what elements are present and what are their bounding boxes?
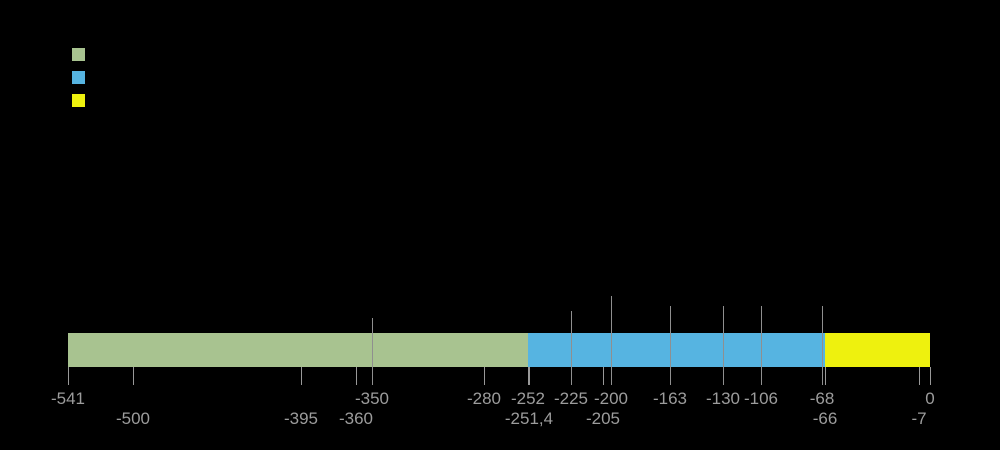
legend-swatch-blue [72,71,85,84]
axis-tick [529,367,530,385]
axis-label: -252 [510,389,546,408]
event-marker [571,311,572,385]
axis-tick [603,367,604,385]
axis-label: -225 [553,389,589,408]
axis-label: -205 [585,409,621,428]
timeline-segment-0 [68,333,529,367]
axis-label: -163 [652,389,688,408]
axis-tick [356,367,357,385]
axis-label: -280 [466,389,502,408]
timeline-segment-1 [528,333,825,367]
axis-label: -251,4 [504,409,554,428]
timeline-segment-2 [824,333,930,367]
event-marker [372,318,373,385]
legend-swatch-yellow [72,94,85,107]
axis-tick [919,367,920,385]
legend-swatch-green [72,48,85,61]
axis-label: -130 [705,389,741,408]
axis-tick [68,367,69,385]
axis-label: -7 [911,409,927,428]
axis-tick [825,367,826,385]
axis-label: -500 [115,409,151,428]
axis-label: -350 [354,389,390,408]
axis-label: -395 [283,409,319,428]
axis-tick [301,367,302,385]
axis-label: -68 [809,389,835,408]
event-marker [670,306,671,385]
axis-label: -541 [50,389,86,408]
axis-tick [133,367,134,385]
event-marker [761,306,762,385]
legend [72,48,85,117]
event-marker [611,296,612,385]
axis-tick [930,367,931,385]
event-marker [723,306,724,385]
axis-label: -66 [812,409,838,428]
event-marker [822,306,823,385]
axis-label: -106 [743,389,779,408]
axis-tick [484,367,485,385]
axis-label: 0 [925,389,935,408]
axis-label: -200 [593,389,629,408]
axis-tick [528,367,529,385]
axis-label: -360 [338,409,374,428]
